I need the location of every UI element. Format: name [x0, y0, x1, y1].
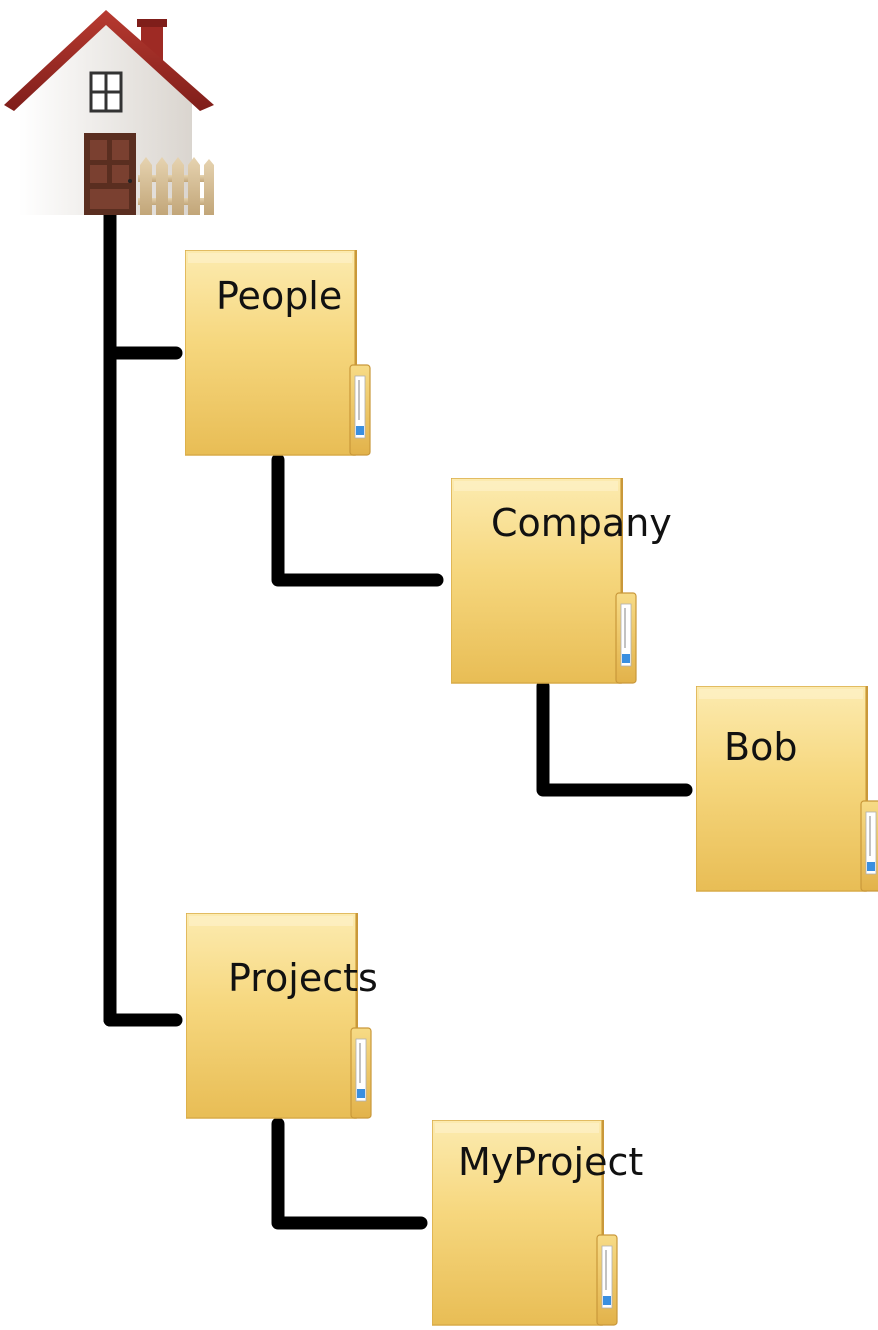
folder-label-bob: Bob [724, 725, 797, 769]
connectors [103, 205, 693, 1230]
house-icon[interactable] [4, 8, 214, 215]
folder-people[interactable]: People [185, 250, 371, 456]
folder-icon [696, 686, 878, 892]
folder-label-projects: Projects [228, 956, 378, 1000]
folder-label-company: Company [491, 501, 672, 545]
connector-company-bob [536, 679, 693, 797]
folder-icon [186, 913, 372, 1119]
connector-projects-myproject [271, 1117, 428, 1230]
connector-people-company [271, 453, 444, 587]
folder-bob[interactable]: Bob [696, 686, 878, 892]
folder-company[interactable]: Company [451, 478, 672, 684]
folder-myproject[interactable]: MyProject [432, 1120, 643, 1326]
folder-label-people: People [216, 274, 342, 318]
folder-label-myproject: MyProject [458, 1140, 643, 1184]
folder-projects[interactable]: Projects [186, 913, 378, 1119]
